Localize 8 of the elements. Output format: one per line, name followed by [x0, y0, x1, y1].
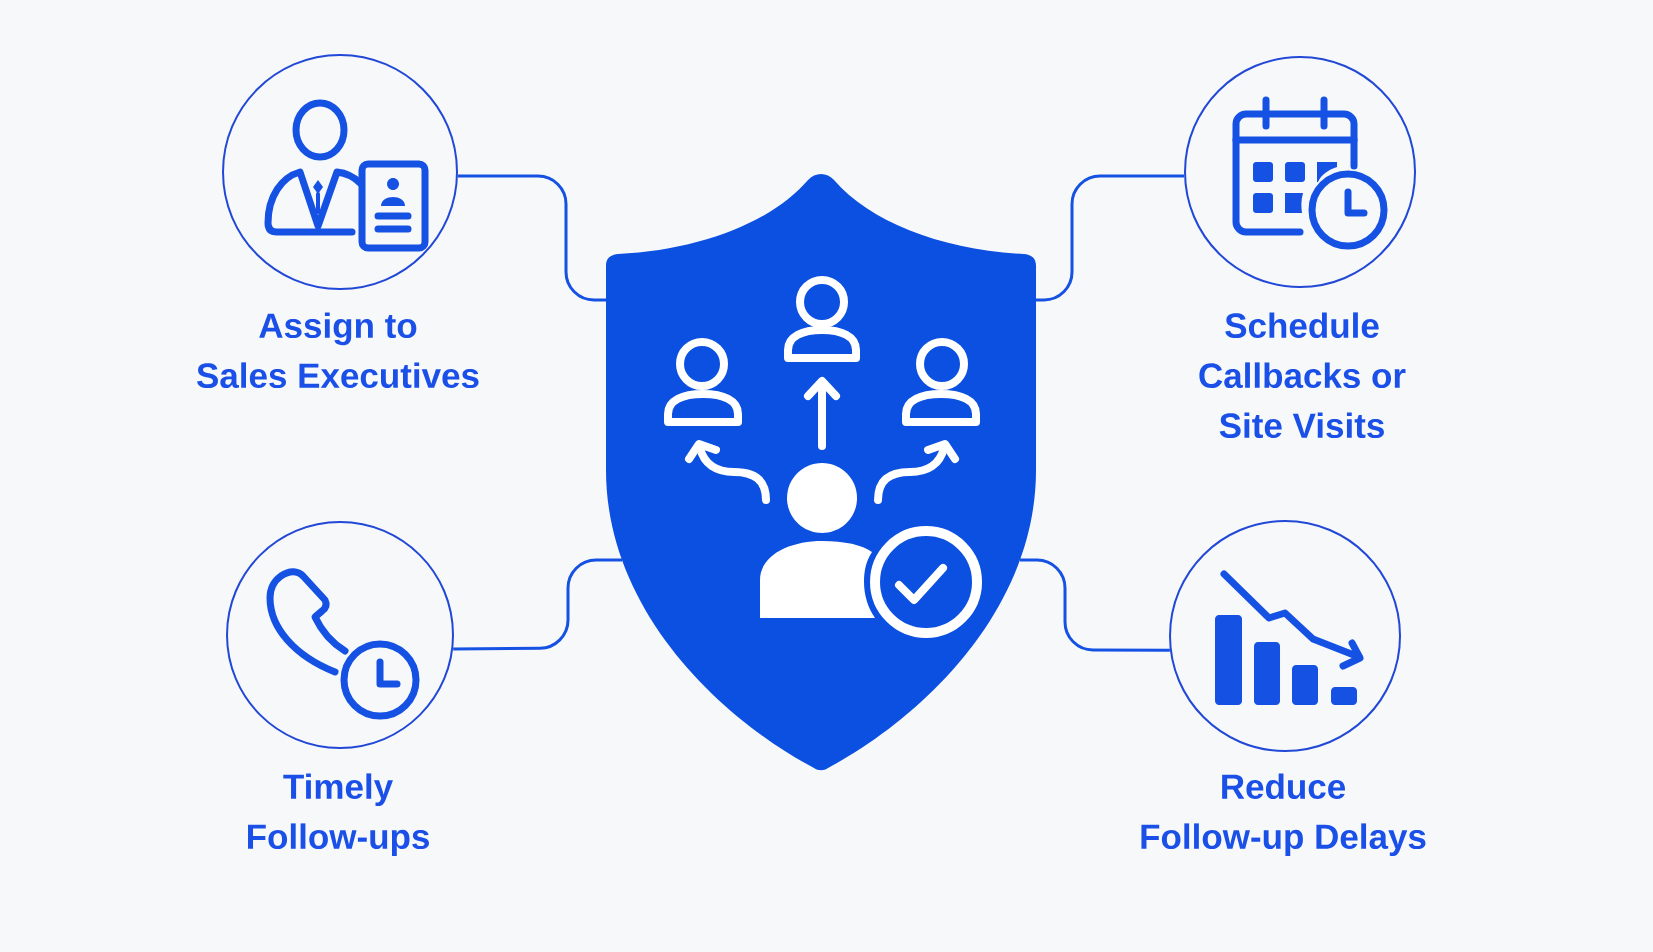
label: Reduce Follow-up Delays: [1141, 773, 1426, 857]
connector: [1020, 558, 1170, 652]
connector: [457, 174, 606, 302]
connector: [453, 558, 622, 651]
label: Assign to Sales Executives: [196, 312, 479, 389]
label: Schedule Callbacks or Site Visits: [1199, 312, 1406, 439]
connector: [1036, 174, 1185, 302]
label: Timely Follow-ups: [248, 773, 429, 857]
